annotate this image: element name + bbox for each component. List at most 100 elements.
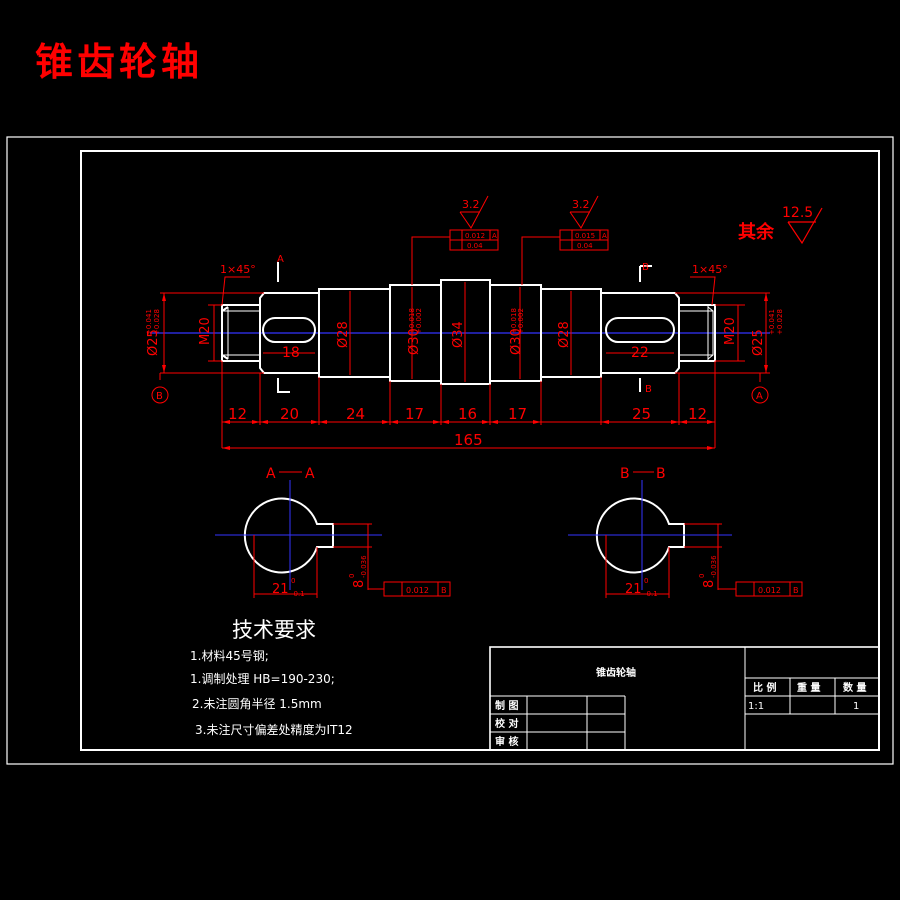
- gtol-2-runout: 0.04: [577, 242, 593, 250]
- inner-border: [80, 150, 880, 751]
- section-a-frame-value: 0.012: [406, 586, 429, 595]
- tech-requirement-2: 1.调制处理 HB=190-230;: [190, 672, 335, 686]
- title-block-scale-value: 1:1: [748, 701, 764, 712]
- section-a-title-left: A: [266, 466, 276, 482]
- dia-right-journal-tol-upper: +0.041: [768, 309, 776, 335]
- dia-right-journal-tol-lower: +0.028: [776, 309, 784, 335]
- datum-a: A: [751, 386, 769, 404]
- length-dim-6: 17: [508, 405, 527, 423]
- length-dim-1: 12: [228, 405, 247, 423]
- section-b-depth-tol-lower: -0.036: [710, 555, 718, 578]
- gtol-frame-1: [449, 229, 499, 251]
- length-dim-5: 16: [458, 405, 477, 423]
- dia-right-journal: Ø25: [751, 329, 766, 356]
- section-b-title-left: B: [620, 466, 630, 482]
- section-b-width: 21: [625, 582, 642, 597]
- dia-collar: Ø34: [451, 321, 466, 348]
- title-block-scale-label: 比 例: [753, 681, 776, 694]
- gtol-1-value: 0.012: [465, 232, 485, 240]
- section-view-a: A A 21 0 -0.1 8 0 -0.036 0.012 B: [215, 466, 451, 598]
- dimension-lines: [159, 236, 770, 449]
- title-block-part-name: 锥齿轮轴: [596, 666, 636, 679]
- outer-border: [6, 136, 894, 765]
- dia-left-thread: M20: [198, 317, 213, 345]
- section-b-depth-tol-upper: 0: [698, 574, 706, 578]
- section-b-width-tol-upper: 0: [644, 577, 648, 585]
- dia-right-shoulder: Ø28: [557, 321, 572, 348]
- title-block-checked-label: 校 对: [495, 717, 518, 730]
- section-mark-b-bottom: B: [645, 384, 652, 395]
- title-block-qty-value: 1: [853, 701, 859, 712]
- section-b-width-tol-lower: -0.1: [644, 590, 658, 598]
- section-mark-a-top: A: [277, 254, 284, 265]
- dimension-arrows: [162, 293, 768, 450]
- drawing-title: 锥齿轮轴: [35, 39, 203, 84]
- section-b-depth: 8: [702, 580, 717, 588]
- dia-right-bearing: Ø30: [509, 328, 524, 355]
- dia-left-bearing: Ø30: [407, 328, 422, 355]
- section-a-depth: 8: [352, 580, 367, 588]
- overall-length-dim: 165: [454, 431, 483, 449]
- keyway-length-left: 18: [282, 345, 300, 361]
- roughness-other-value: 12.5: [782, 205, 813, 221]
- dia-left-journal-tol-upper: +0.041: [145, 309, 153, 335]
- gtol-2-datum: A: [602, 232, 607, 240]
- roughness-mark-1: 3.2: [459, 195, 489, 229]
- section-b-frame-value: 0.012: [758, 586, 781, 595]
- tech-requirements: 技术要求 1.材料45号钢; 1.调制处理 HB=190-230; 2.未注圆角…: [190, 618, 353, 737]
- datum-a-letter: A: [756, 391, 763, 402]
- length-dim-8: 12: [688, 405, 707, 423]
- section-a-frame-datum: B: [441, 586, 447, 595]
- dia-left-journal: Ø25: [146, 329, 161, 356]
- dia-right-bearing-tol-lower: +0.002: [517, 308, 525, 334]
- datum-b: B: [151, 386, 169, 404]
- section-mark-b-top: B: [642, 262, 649, 273]
- chamfer-right: 1×45°: [692, 263, 728, 276]
- dia-left-shoulder: Ø28: [336, 321, 351, 348]
- roughness-other: 其余 12.5: [738, 205, 823, 245]
- length-dim-4: 17: [405, 405, 424, 423]
- tech-requirements-title: 技术要求: [232, 618, 316, 642]
- dia-right-thread: M20: [723, 317, 738, 345]
- section-a-width: 21: [272, 582, 289, 597]
- dia-right-bearing-tol-upper: +0.018: [510, 308, 518, 334]
- title-block-qty-label: 数 量: [843, 681, 866, 694]
- shaft-outline: [221, 279, 716, 385]
- dia-left-journal-tol-lower: +0.028: [153, 309, 161, 335]
- title-block-weight-label: 重 量: [797, 681, 820, 694]
- roughness-other-label: 其余: [738, 221, 775, 243]
- section-b-frame-datum: B: [793, 586, 799, 595]
- length-dimensions: 12 20 24 17 16 17 25 12 165: [228, 405, 707, 449]
- gtol-1-runout: 0.04: [467, 242, 483, 250]
- dia-left-bearing-tol-upper: +0.018: [408, 308, 416, 334]
- diameter-labels: Ø25 +0.041 +0.028 M20 Ø28 Ø30 +0.018 +0.…: [145, 308, 784, 356]
- section-a-width-tol-upper: 0: [291, 577, 295, 585]
- length-dim-2: 20: [280, 405, 299, 423]
- datum-b-letter: B: [156, 391, 163, 402]
- section-a-title-right: A: [305, 466, 315, 482]
- length-dim-3: 24: [346, 405, 365, 423]
- dia-left-bearing-tol-lower: +0.002: [415, 308, 423, 334]
- length-dim-7: 25: [632, 405, 651, 423]
- section-b-title-right: B: [656, 466, 666, 482]
- section-a-depth-tol-upper: 0: [348, 574, 356, 578]
- tech-requirement-1: 1.材料45号钢;: [190, 649, 269, 663]
- chamfer-left: 1×45°: [220, 263, 256, 276]
- roughness-value-2: 3.2: [572, 198, 590, 211]
- roughness-mark-2: 3.2: [569, 195, 599, 229]
- gtol-2-value: 0.015: [575, 232, 595, 240]
- tech-requirement-3: 2.未注圆角半径 1.5mm: [192, 696, 322, 711]
- tech-requirement-4: 3.未注尺寸偏差处精度为IT12: [195, 722, 353, 737]
- gtol-1-datum: A: [492, 232, 497, 240]
- title-block-drawn-label: 制 图: [495, 699, 518, 712]
- gtol-frame-2: [559, 229, 609, 251]
- section-view-b: B B 21 0 -0.1 8 0 -0.036 0.012 B: [568, 466, 803, 598]
- section-a-depth-tol-lower: -0.036: [360, 555, 368, 578]
- roughness-value-1: 3.2: [462, 198, 480, 211]
- section-a-width-tol-lower: -0.1: [291, 590, 305, 598]
- title-block: [489, 646, 880, 751]
- section-cut-marks: [277, 262, 652, 393]
- keyway-length-right: 22: [631, 345, 649, 361]
- title-block-approved-label: 审 核: [495, 735, 518, 748]
